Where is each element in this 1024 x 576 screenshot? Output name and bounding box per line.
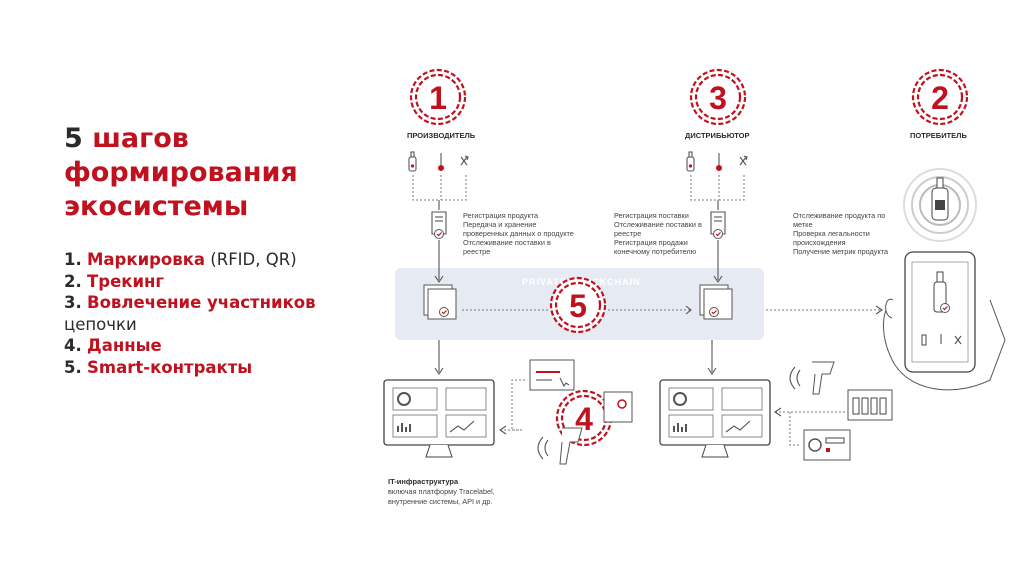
producer-document-icon bbox=[431, 211, 447, 239]
shuffle-icon bbox=[460, 155, 469, 166]
svg-text:Регистрация продажи: Регистрация продажи bbox=[614, 238, 688, 247]
svg-text:внутренние системы, API и др.: внутренние системы, API и др. bbox=[388, 497, 492, 506]
svg-text:IT-инфраструктура: IT-инфраструктура bbox=[388, 477, 459, 486]
producer-description: Регистрация продукта Передача и хранение… bbox=[463, 211, 574, 256]
svg-text:Регистрация продукта: Регистрация продукта bbox=[463, 211, 539, 220]
svg-text:Получение метрик продукта: Получение метрик продукта bbox=[793, 247, 889, 256]
svg-text:Проверка легальности: Проверка легальности bbox=[793, 229, 870, 238]
steps-list: 1. Маркировка (RFID, QR) 2. Трекинг 3. В… bbox=[64, 249, 364, 378]
svg-text:Отслеживание продукта по: Отслеживание продукта по bbox=[793, 211, 885, 220]
bottle-icon bbox=[408, 151, 417, 172]
rfid-bottle-icon bbox=[903, 168, 977, 242]
svg-text:происхождения: происхождения bbox=[793, 238, 846, 247]
svg-text:Отслеживание поставки в: Отслеживание поставки в bbox=[614, 220, 702, 229]
svg-text:Передача и хранение: Передача и хранение bbox=[463, 220, 536, 229]
page-title: 5 шагов формирования экосистемы bbox=[64, 122, 364, 224]
role-producer: ПРОИЗВОДИТЕЛЬ bbox=[407, 131, 476, 140]
badge-3: 3 bbox=[689, 68, 747, 126]
role-distributor: ДИСТРИБЬЮТОР bbox=[685, 131, 750, 140]
bottle-shelf-icon bbox=[847, 389, 893, 421]
badge-2: 2 bbox=[911, 68, 969, 126]
svg-text:включая платформу Tracelabel,: включая платформу Tracelabel, bbox=[388, 487, 495, 496]
producer-dashboard-monitor bbox=[383, 379, 495, 458]
shuffle-icon bbox=[739, 155, 748, 166]
svg-text:реестре: реестре bbox=[614, 229, 641, 238]
control-panel-icon bbox=[803, 429, 851, 461]
step-item: 4. Данные bbox=[64, 336, 162, 355]
svg-text:проверенных данных о продукте: проверенных данных о продукте bbox=[463, 229, 574, 238]
it-infrastructure-caption: IT-инфраструктура включая платформу Trac… bbox=[388, 477, 495, 506]
svg-text:конечному потребителю: конечному потребителю bbox=[614, 247, 697, 256]
role-consumer: ПОТРЕБИТЕЛЬ bbox=[910, 131, 967, 140]
svg-text:реестре: реестре bbox=[463, 247, 490, 256]
title-text: шагов формирования экосистемы bbox=[64, 123, 298, 222]
left-panel: 5 шагов формирования экосистемы 1. Марки… bbox=[64, 122, 364, 378]
distributor-document-icon bbox=[710, 211, 726, 239]
title-number: 5 bbox=[64, 123, 83, 154]
thermometer-icon bbox=[716, 153, 722, 171]
distributor-dashboard-monitor bbox=[659, 379, 771, 458]
distributor-description: Регистрация поставки Отслеживание постав… bbox=[614, 211, 702, 256]
badge-5: 5 bbox=[549, 276, 607, 334]
thermometer-icon bbox=[438, 153, 444, 171]
smartphone-icon bbox=[883, 251, 1006, 391]
step-item: 3. Вовлечение участников цепочки bbox=[64, 293, 316, 334]
svg-text:2: 2 bbox=[931, 80, 949, 116]
distributor-folder-icon bbox=[699, 284, 733, 320]
svg-text:Регистрация поставки: Регистрация поставки bbox=[614, 211, 689, 220]
web-form-icon bbox=[529, 359, 575, 391]
svg-text:Отслеживание поставки в: Отслеживание поставки в bbox=[463, 238, 551, 247]
producer-icons bbox=[408, 151, 469, 210]
badge-1: 1 bbox=[409, 68, 467, 126]
step-item: 2. Трекинг bbox=[64, 271, 165, 291]
svg-text:1: 1 bbox=[429, 80, 447, 116]
svg-text:5: 5 bbox=[569, 288, 587, 324]
barcode-scanner-icon bbox=[537, 427, 583, 465]
rfid-scanner-icon bbox=[789, 361, 835, 395]
step-item: 5. Smart-контракты bbox=[64, 357, 253, 377]
producer-folder-icon bbox=[423, 284, 457, 320]
svg-text:метке: метке bbox=[793, 220, 813, 229]
distributor-icons bbox=[686, 151, 748, 210]
svg-text:3: 3 bbox=[709, 80, 727, 116]
map-icon bbox=[603, 391, 633, 423]
bottle-icon bbox=[686, 151, 695, 172]
step-item: 1. Маркировка (RFID, QR) bbox=[64, 250, 297, 269]
consumer-description: Отслеживание продукта по метке Проверка … bbox=[793, 211, 889, 256]
